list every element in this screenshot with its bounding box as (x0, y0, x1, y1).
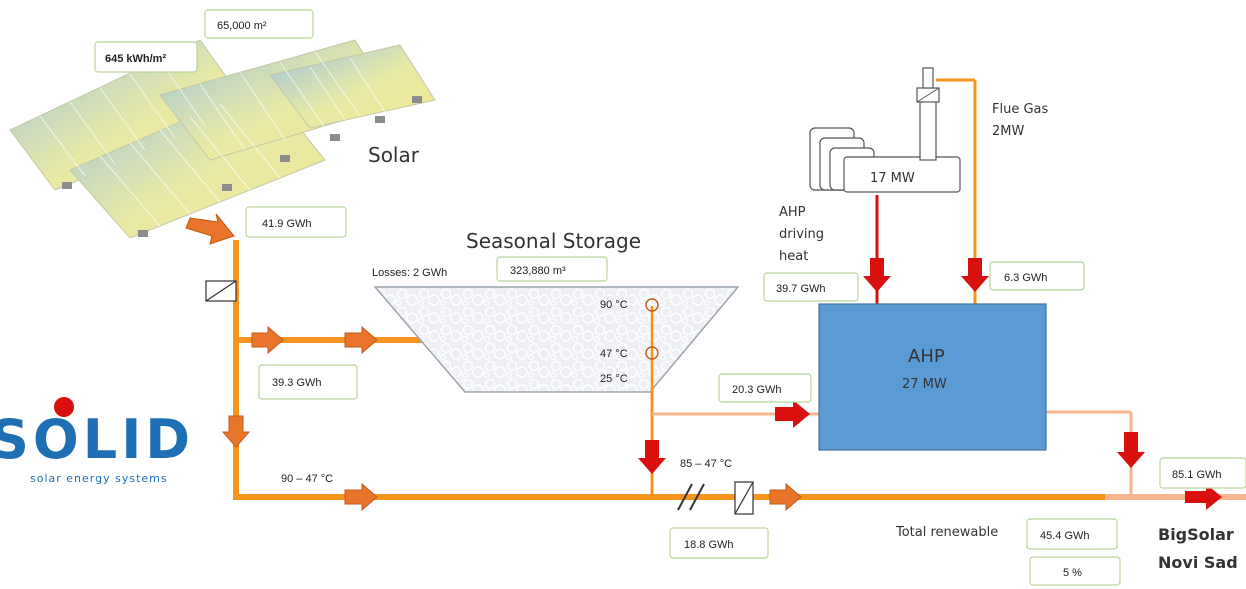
ahp-power: 27 MW (902, 377, 947, 392)
solar-output-value: 41.9 GWh (262, 218, 312, 230)
ahp-title: AHP (908, 346, 945, 367)
arrow-main-1 (344, 482, 378, 512)
solid-logo: SOLID solar energy systems (0, 397, 194, 485)
absorption-heat-pump (818, 303, 1047, 451)
total-renewable-value: 45.4 GWh (1040, 530, 1090, 542)
solar-irradiation-value: 645 kWh/m² (105, 53, 166, 65)
sensor-mid (645, 346, 659, 360)
orange-flow-arrows (185, 213, 802, 512)
renewable-share-value: 5 % (1063, 567, 1082, 579)
delivered-heat-value: 85.1 GWh (1172, 469, 1222, 481)
sensor-top (645, 298, 659, 312)
solar-area-value: 65,000 m² (217, 20, 267, 32)
red-flow-arrows (638, 258, 1222, 510)
flue-heat-value: 6.3 GWh (1004, 272, 1047, 284)
solar-irradiation-box: 645 kWh/m² (94, 41, 198, 73)
driving-heat-label-2: driving (779, 227, 824, 242)
storage-temp-top: 90 °C (600, 299, 628, 311)
storage-temp-mid: 47 °C (600, 348, 628, 360)
renewable-share-box: 5 % (1029, 556, 1121, 586)
direct-heat-value: 18.8 GWh (684, 539, 734, 551)
arrow-solar-down (185, 213, 235, 245)
gas-boiler-plant (809, 67, 961, 193)
storage-losses: Losses: 2 GWh (372, 267, 447, 279)
storage-charge-value: 39.3 GWh (272, 377, 322, 389)
flue-gas-label-1: Flue Gas (992, 102, 1048, 117)
direct-heat-box: 18.8 GWh (669, 527, 769, 559)
storage-temp-bottom: 25 °C (600, 373, 628, 385)
heat-exchanger-solar (205, 280, 237, 302)
driving-heat-label-1: AHP (779, 205, 806, 220)
solar-output-box: 41.9 GWh (245, 206, 347, 238)
plant-name-line1: BigSolar (1158, 525, 1234, 544)
total-renewable-label: Total renewable (895, 525, 998, 540)
arrow-to-ahp (775, 400, 810, 428)
arrow-to-storage-1 (251, 325, 284, 355)
boiler-power: 17 MW (870, 171, 915, 186)
flue-heat-box: 6.3 GWh (989, 261, 1085, 291)
driving-heat-box: 39.7 GWh (763, 272, 859, 302)
storage-charge-box: 39.3 GWh (258, 364, 358, 400)
plant-name-line2: Novi Sad (1158, 553, 1238, 572)
logo-sun-icon (54, 397, 74, 417)
heat-exchanger-main (677, 481, 754, 515)
arrow-driving-heat (863, 258, 891, 292)
solar-temp-range: 90 – 47 °C (281, 473, 333, 485)
storage-volume-box: 323,880 m³ (496, 256, 608, 282)
solar-title: Solar (368, 143, 420, 167)
storage-discharge-box: 20.3 GWh (718, 373, 812, 403)
driving-heat-label-3: heat (779, 249, 808, 264)
arrow-solar-down-2 (221, 415, 251, 448)
solar-collector-field (9, 39, 436, 239)
storage-discharge-value: 20.3 GWh (732, 384, 782, 396)
total-renewable-box: 45.4 GWh (1026, 518, 1118, 550)
storage-volume-value: 323,880 m³ (510, 265, 566, 277)
solar-area-box: 65,000 m² (204, 9, 314, 39)
logo-tagline: solar energy systems (30, 472, 168, 485)
arrow-main-2 (769, 482, 802, 512)
arrow-ahp-out (1117, 432, 1145, 468)
arrow-to-storage-2 (344, 325, 378, 355)
delivered-heat-box: 85.1 GWh (1159, 457, 1246, 489)
logo-text: SOLID (0, 408, 194, 471)
hex-temp-range: 85 – 47 °C (680, 458, 732, 470)
arrow-delivery (1185, 484, 1222, 510)
arrow-storage-down (638, 440, 666, 474)
driving-heat-value: 39.7 GWh (776, 283, 826, 295)
flue-gas-label-2: 2MW (992, 124, 1024, 139)
seasonal-storage-pit (373, 286, 740, 393)
storage-title: Seasonal Storage (466, 229, 641, 253)
arrow-flue-gas (961, 258, 989, 292)
